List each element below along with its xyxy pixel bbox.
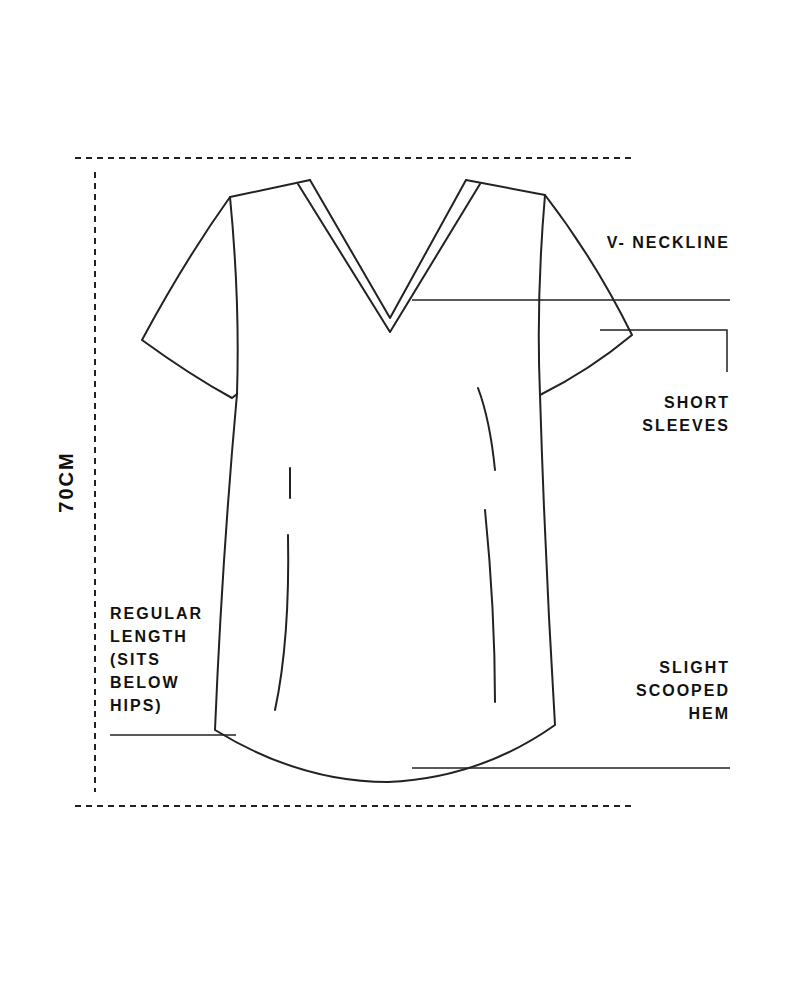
feature-label: SLIGHT SCOOPED HEM — [636, 656, 730, 725]
dimension-lines — [75, 158, 635, 806]
leader-lines — [110, 300, 730, 768]
feature-label: REGULAR LENGTH (SITS BELOW HIPS) — [110, 602, 203, 717]
dimension-label: 70CM — [55, 451, 78, 512]
tshirt-outline — [142, 180, 632, 782]
feature-label: SHORT SLEEVES — [642, 391, 730, 437]
feature-label: V- NECKLINE — [607, 231, 730, 254]
